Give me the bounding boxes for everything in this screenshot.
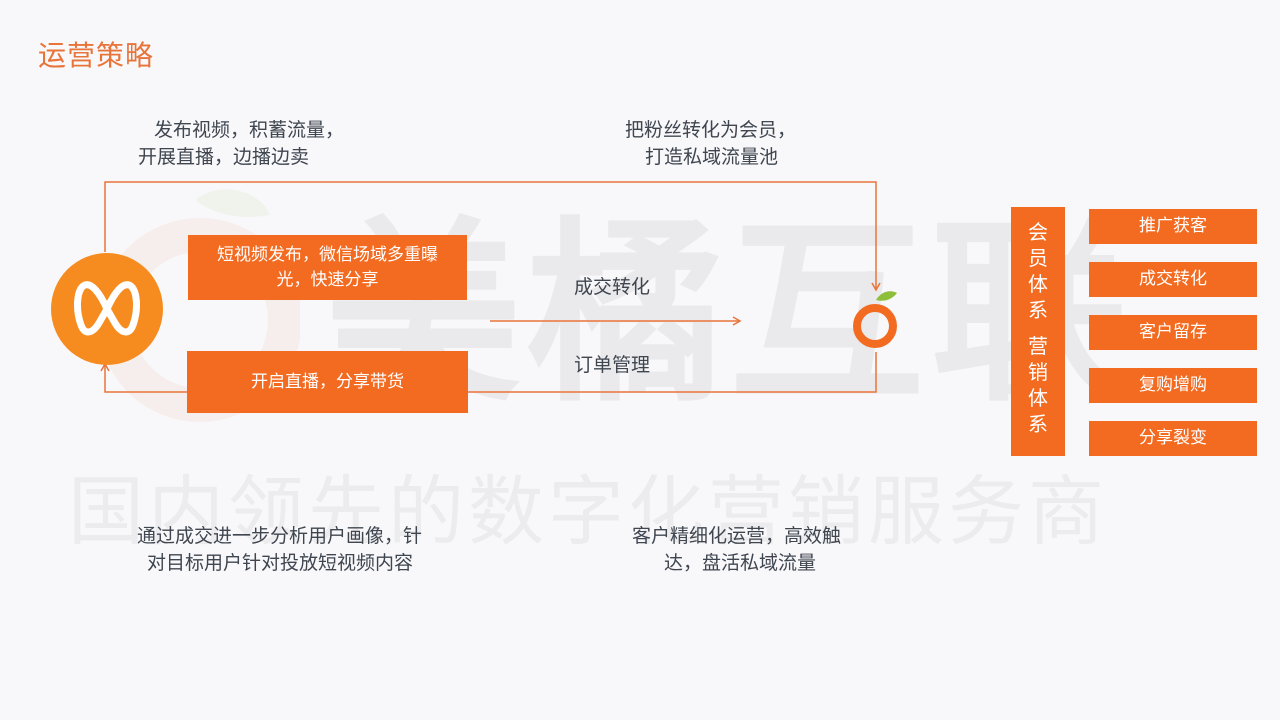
system-char-2: 体 xyxy=(1028,272,1048,296)
system-char-1: 员 xyxy=(1028,246,1048,270)
note-bottom-left-line1: 通过成交进一步分析用户画像，针 xyxy=(137,525,423,547)
system-item-promotion: 推广获客 xyxy=(1089,209,1257,244)
note-bottom-right-line2: 达，盘活私域流量 xyxy=(664,552,817,574)
top-loop-line xyxy=(104,181,881,292)
box-short-video-line1: 短视频发布，微信场域多重曝 xyxy=(217,244,438,265)
system-char-6: 体 xyxy=(1028,386,1048,410)
note-top-right: 把粉丝转化为会员， 打造私域流量池 xyxy=(625,117,865,171)
note-bottom-left-line2: 对目标用户针对投放短视频内容 xyxy=(147,552,414,574)
system-char-4: 营 xyxy=(1028,334,1048,358)
system-char-7: 系 xyxy=(1028,412,1048,436)
system-item-conversion: 成交转化 xyxy=(1089,262,1257,297)
system-item-repurchase: 复购增购 xyxy=(1089,368,1257,403)
system-char-0: 会 xyxy=(1028,220,1048,244)
note-bottom-right-line1: 客户精细化运营，高效触 xyxy=(632,525,842,547)
box-short-video-line2: 光，快速分享 xyxy=(276,269,379,290)
label-conversion: 成交转化 xyxy=(574,276,651,298)
note-bottom-right: 客户精细化运营，高效触 达，盘活私域流量 xyxy=(632,523,892,577)
system-char-3: 系 xyxy=(1028,298,1048,322)
page-title: 运营策略 xyxy=(38,39,155,72)
note-top-left-line1: 发布视频，积蓄流量， xyxy=(154,119,345,141)
orange-logo-icon xyxy=(850,288,902,354)
box-short-video: 短视频发布，微信场域多重曝 光，快速分享 xyxy=(188,235,467,300)
note-bottom-left: 通过成交进一步分析用户画像，针 对目标用户针对投放短视频内容 xyxy=(137,523,467,577)
system-vertical-bar: 会 员 体 系 营 销 体 系 xyxy=(1011,207,1065,456)
system-item-referral: 分享裂变 xyxy=(1089,421,1257,456)
note-top-right-line2: 打造私域流量池 xyxy=(645,146,779,168)
system-item-retention: 客户留存 xyxy=(1089,315,1257,350)
infinity-logo-icon xyxy=(51,253,163,365)
system-char-5: 销 xyxy=(1028,360,1048,384)
bottom-loop-line xyxy=(100,352,877,393)
note-top-left: 发布视频，积蓄流量， 开展直播，边播边卖 xyxy=(138,117,398,171)
label-order-management: 订单管理 xyxy=(574,354,651,376)
box-live-stream: 开启直播，分享带货 xyxy=(187,351,468,413)
note-top-right-line1: 把粉丝转化为会员， xyxy=(625,119,797,141)
note-top-left-line2: 开展直播，边播边卖 xyxy=(138,146,310,168)
